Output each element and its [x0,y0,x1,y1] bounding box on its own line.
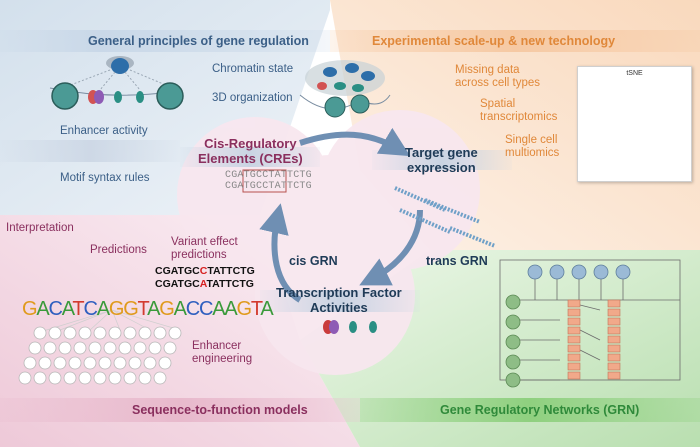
grn-diagram [499,259,681,388]
label-enhancer-activity: Enhancer activity [60,125,148,137]
nn-nodes [18,326,182,385]
variant-sequence-2: CGATGCATATTCTG [155,278,254,290]
variant-sequence-1: CGATGCCTATTCTG [155,265,255,277]
cre-sequence-2: CGATGCCTATTCTG [225,181,312,192]
trans-grn-label: trans GRN [426,254,488,268]
motif-logo: GACATCAGGTAGACCAAGTA [22,298,274,320]
label-single-cell: Single cell multiomics [505,134,560,160]
cre-sequence-1: CGATGCCTATTCTG [225,170,312,181]
motif-box [242,169,287,193]
tf-activities-label: Transcription Factor Activities [276,285,402,315]
arrow-cre-to-target [299,127,411,157]
label-3d-organization: 3D organization [212,92,293,104]
tf-blobs [323,320,377,334]
tsne-title: tSNE [626,70,643,77]
label-predictions: Predictions [90,244,147,256]
label-spatial: Spatial transcriptomics [480,98,558,124]
header-experimental: Experimental scale-up & new technology [372,34,616,48]
header-band-pink [0,398,360,422]
tsne-panel: tSNE [577,66,692,182]
header-grn: Gene Regulatory Networks (GRN) [440,403,640,417]
label-interpretation: Interpretation [6,222,74,234]
tf-label-bar [260,290,420,312]
enhancer-cartoon [49,56,184,110]
chromatin-3d-cartoon [299,60,391,118]
cre-label-bar [180,147,320,167]
target-gene-label: Target gene expression [405,145,478,175]
arrow-tf-to-cre [259,203,302,303]
label-motif-syntax: Motif syntax rules [60,172,150,184]
label-missing-data: Missing data across cell types [455,64,541,90]
header-sequence-to-function: Sequence-to-function models [132,403,308,417]
header-band-orange [330,30,700,52]
header-band-green [360,398,700,422]
label-chromatin-state: Chromatin state [212,63,294,75]
dna-strands [394,186,496,248]
label-variant-effect: Variant effect predictions [171,236,238,262]
label-enhancer-engineering: Enhancer engineering [192,340,253,366]
header-band-blue [0,30,330,52]
cre-label: Cis-Regulatory Elements (CREs) [198,136,303,166]
cis-grn-label: cis GRN [289,254,338,268]
header-general-principles: General principles of gene regulation [88,34,309,48]
